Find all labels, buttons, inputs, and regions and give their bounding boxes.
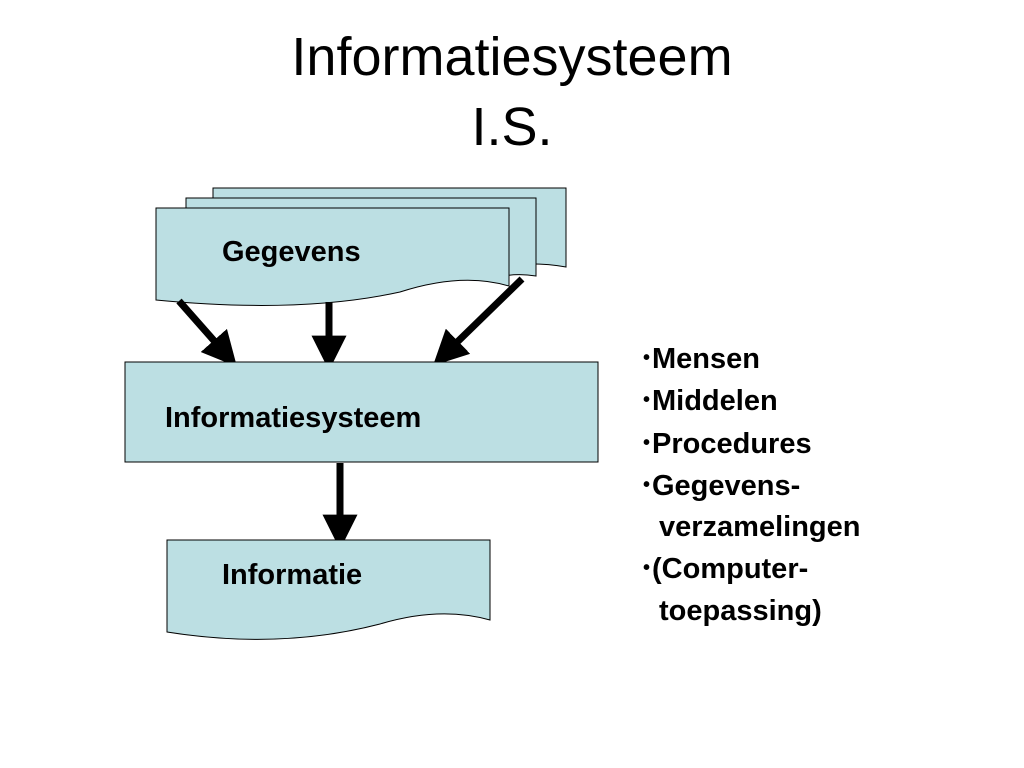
- informatiesysteem-label: Informatiesysteem: [165, 402, 421, 434]
- list-item-text: Procedures: [652, 427, 812, 460]
- list-item-text: (Computer-: [652, 553, 809, 586]
- list-item: •(Computer- toepassing): [643, 548, 860, 632]
- informatiesysteem-box: Informatiesysteem: [124, 361, 599, 463]
- arrow-left: [176, 298, 237, 367]
- informatie-document: Informatie: [166, 539, 491, 640]
- list-item: •Procedures: [643, 423, 860, 465]
- bullet-dot: •: [643, 557, 651, 580]
- gegevens-document-stack: Gegevens: [155, 187, 567, 306]
- system-rect: [124, 361, 599, 463]
- slide-title: Informatiesysteem I.S.: [0, 22, 1024, 162]
- arrow-right: [432, 276, 525, 366]
- list-item: •Mensen: [643, 338, 860, 380]
- informatie-label: Informatie: [222, 559, 362, 591]
- list-item-continuation: toepassing): [659, 594, 822, 627]
- list-item-text: Mensen: [652, 343, 760, 375]
- bullet-dot: •: [643, 473, 651, 496]
- gegevens-label: Gegevens: [222, 236, 361, 268]
- bullet-dot: •: [643, 389, 651, 412]
- list-item: •Gegevens- verzamelingen: [643, 465, 860, 549]
- list-item-continuation: verzamelingen: [659, 511, 861, 544]
- document-front: [155, 207, 510, 306]
- informatie-shape: [166, 539, 491, 640]
- list-item-text: Middelen: [652, 385, 778, 418]
- bullet-dot: •: [643, 431, 651, 454]
- title-line-1: Informatiesysteem: [291, 27, 733, 87]
- input-arrows: [176, 276, 525, 371]
- components-list: •Mensen •Middelen •Procedures •Gegevens-…: [643, 338, 860, 632]
- title-line-2: I.S.: [471, 97, 553, 157]
- list-item: •Middelen: [643, 380, 860, 422]
- list-item-text: Gegevens-: [652, 469, 801, 502]
- bullet-dot: •: [643, 347, 651, 369]
